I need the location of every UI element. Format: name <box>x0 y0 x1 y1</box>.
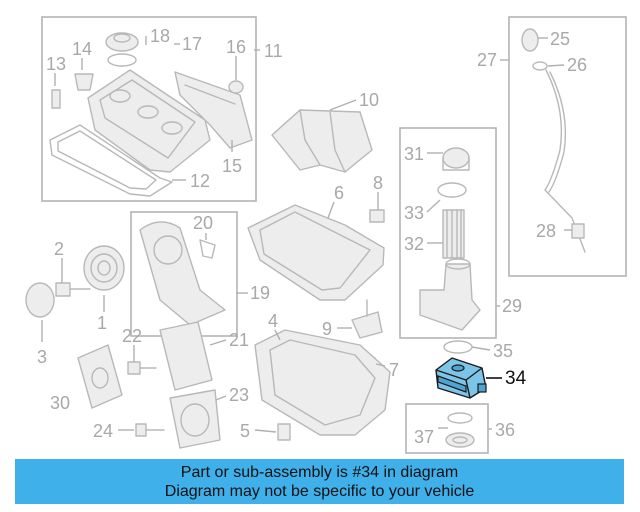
drain-plug-5 <box>277 423 291 441</box>
crank-bolt <box>55 282 91 297</box>
label-24: 24 <box>93 421 113 441</box>
label-21: 21 <box>229 330 249 350</box>
label-29: 29 <box>502 296 522 316</box>
oil-pump-housing <box>77 344 123 409</box>
oil-pickup <box>351 299 383 339</box>
label-37: 37 <box>414 427 434 447</box>
oil-baffle <box>271 109 373 173</box>
oil-filter-group-box <box>399 127 497 339</box>
label-1: 1 <box>97 313 107 333</box>
pcv-valve <box>74 73 94 91</box>
drain-plug-8 <box>369 209 385 223</box>
crank-seal-cap <box>25 282 55 318</box>
label-14: 14 <box>72 39 92 59</box>
label-32: 32 <box>404 234 424 254</box>
label-9: 9 <box>322 319 332 339</box>
bolt-24 <box>135 423 165 437</box>
engine-cover-shield <box>174 71 253 149</box>
timing-sensor <box>199 239 216 259</box>
label-11: 11 <box>264 41 283 61</box>
oil-filter-element <box>442 209 465 259</box>
banner-line-1: Part or sub-assembly is #34 in diagram <box>180 463 459 481</box>
oil-filter-cap <box>442 147 470 171</box>
dipstick-tube <box>544 69 586 253</box>
lower-oil-pan <box>254 329 391 436</box>
breather-fitting <box>228 80 244 94</box>
oil-filler-cap <box>105 32 139 67</box>
label-5: 5 <box>240 421 250 441</box>
seal-ring-37 <box>445 412 475 448</box>
label-20: 20 <box>193 213 213 233</box>
oil-filter-housing <box>419 258 481 331</box>
label-22: 22 <box>122 326 142 346</box>
label-19: 19 <box>250 283 270 303</box>
label-2: 2 <box>54 239 64 259</box>
label-34: 34 <box>505 368 527 389</box>
dipstick-oring <box>532 61 548 71</box>
label-12: 12 <box>190 171 210 191</box>
cooler-gasket <box>443 340 473 354</box>
seal-plate-23 <box>169 389 221 449</box>
tube-bracket-28 <box>571 223 585 239</box>
timing-cover <box>139 221 226 326</box>
label-36: 36 <box>495 420 515 440</box>
label-6: 6 <box>334 183 344 203</box>
label-4: 4 <box>268 311 278 331</box>
label-25: 25 <box>550 29 570 49</box>
label-33: 33 <box>404 203 424 223</box>
filter-cap-oring <box>437 182 467 198</box>
label-15: 15 <box>222 156 242 176</box>
label-10: 10 <box>359 90 379 110</box>
info-banner: Part or sub-assembly is #34 in diagram D… <box>15 459 624 504</box>
dipstick-group-box <box>508 16 627 277</box>
mount-bolt-22 <box>127 361 157 375</box>
valve-cover-group-box <box>41 16 257 202</box>
sensor-plug <box>51 89 61 109</box>
label-23: 23 <box>229 385 249 405</box>
label-3: 3 <box>37 347 47 367</box>
oil-cooler-part-34 <box>435 357 487 399</box>
rear-cover-21 <box>159 321 213 391</box>
upper-oil-pan <box>247 204 385 301</box>
crank-pulley <box>83 245 125 291</box>
label-35: 35 <box>493 341 513 361</box>
label-31: 31 <box>404 144 424 164</box>
valve-cover <box>87 69 211 173</box>
label-17: 17 <box>182 34 202 54</box>
banner-line-2: Diagram may not be specific to your vehi… <box>164 482 475 500</box>
label-13: 13 <box>46 54 66 74</box>
label-7: 7 <box>389 360 399 380</box>
label-16: 16 <box>226 37 246 57</box>
label-26: 26 <box>567 55 587 75</box>
label-28: 28 <box>536 221 556 241</box>
dipstick-handle <box>521 28 539 52</box>
label-30: 30 <box>50 393 70 413</box>
parts-diagram: 1 2 3 4 5 6 7 8 9 10 11 12 13 14 15 16 1… <box>25 16 627 454</box>
label-18: 18 <box>150 26 170 46</box>
label-27: 27 <box>477 50 497 70</box>
label-8: 8 <box>373 173 383 193</box>
valve-cover-gasket <box>49 124 173 197</box>
